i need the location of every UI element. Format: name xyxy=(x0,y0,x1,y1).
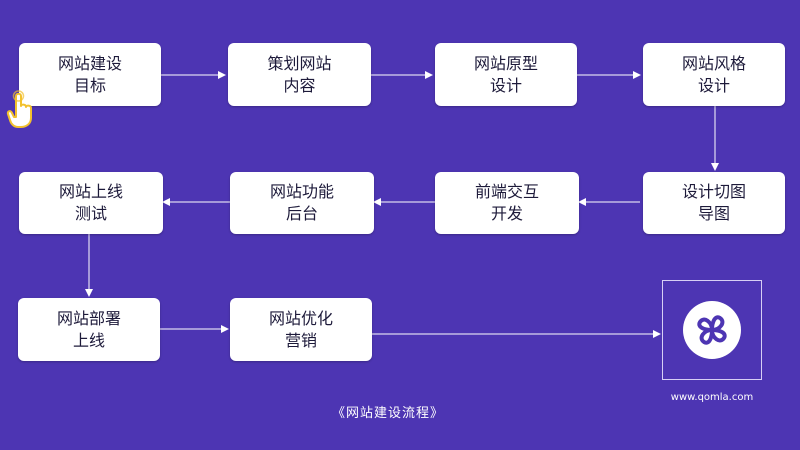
step-label-line1: 前端交互 xyxy=(474,182,539,201)
step-style-design: 网站风格设计 xyxy=(643,43,785,106)
step-frontend-dev: 前端交互开发 xyxy=(435,172,579,234)
logo-frame xyxy=(662,280,762,380)
qomla-logo-icon xyxy=(683,301,741,359)
step-label-line2: 设计 xyxy=(697,75,730,95)
step-optimize-marketing: 网站优化营销 xyxy=(230,298,372,361)
step-prototype-design: 网站原型设计 xyxy=(435,43,577,106)
step-label-line2: 目标 xyxy=(73,75,106,95)
step-label-line1: 网站优化 xyxy=(268,308,333,328)
step-website-goal: 网站建设目标 xyxy=(19,43,161,106)
step-label-line1: 设计切图 xyxy=(681,182,746,201)
step-label-line2: 上线 xyxy=(72,330,105,350)
step-label-line1: 网站建设 xyxy=(57,53,122,73)
step-label-line2: 内容 xyxy=(283,75,316,95)
diagram-caption: 《网站建设流程》 xyxy=(331,406,444,421)
step-label-line1: 网站风格 xyxy=(681,53,746,73)
step-deploy-launch: 网站部署上线 xyxy=(18,298,160,361)
step-plan-content: 策划网站内容 xyxy=(228,43,371,106)
step-label-line1: 策划网站 xyxy=(267,53,332,73)
step-label-line1: 网站原型 xyxy=(473,53,538,73)
hand-pointer-icon xyxy=(6,90,36,134)
step-label-line1: 网站功能 xyxy=(269,182,334,201)
step-label-line2: 导图 xyxy=(697,204,730,223)
step-backend-features: 网站功能后台 xyxy=(230,172,374,234)
step-label-line1: 网站部署 xyxy=(56,308,121,328)
step-label-line2: 营销 xyxy=(284,330,317,350)
step-label-line2: 开发 xyxy=(490,204,523,223)
step-slice-export: 设计切图导图 xyxy=(643,172,785,234)
step-label-line2: 设计 xyxy=(489,75,522,95)
step-launch-test: 网站上线测试 xyxy=(19,172,163,234)
step-label-line2: 测试 xyxy=(74,204,107,223)
step-label-line2: 后台 xyxy=(285,204,318,223)
step-label-line1: 网站上线 xyxy=(58,182,123,201)
logo-url[interactable]: www.qomla.com xyxy=(670,392,754,403)
